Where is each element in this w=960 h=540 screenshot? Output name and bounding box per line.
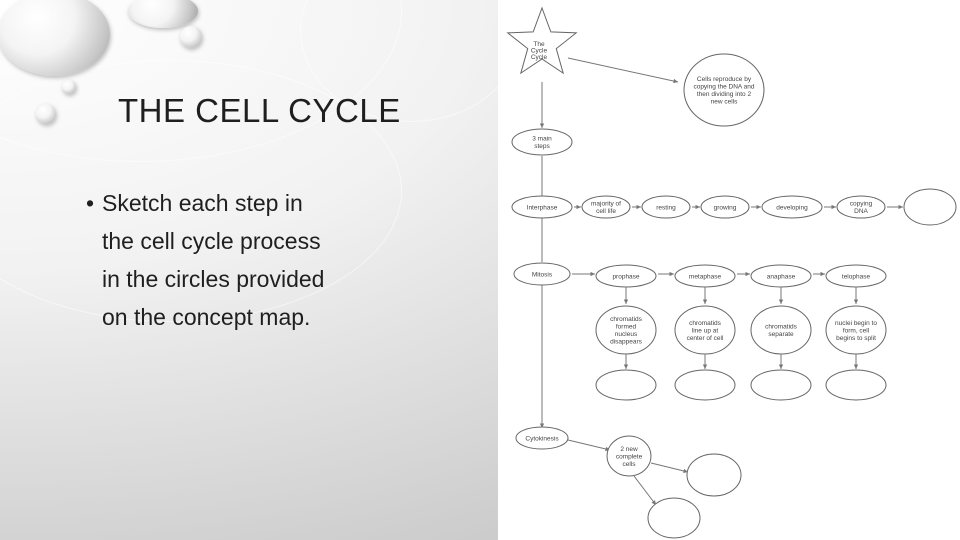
cytokinesis-node [515, 426, 569, 450]
new-cell-sketch-circle [686, 453, 742, 497]
bullet-text-line: on the concept map. [102, 304, 311, 330]
new-cell-sketch-circle [647, 497, 701, 539]
slide-title: THE CELL CYCLE [118, 92, 401, 129]
arrowhead [756, 204, 761, 210]
new-cells-node [606, 435, 652, 477]
decorative-bubble [62, 80, 76, 94]
interphase-step-node-label: developing [776, 204, 808, 211]
arrowhead [636, 204, 641, 210]
mitosis-phase-node-label: anaphase [767, 273, 796, 280]
arrowhead [831, 204, 836, 210]
arrowhead [702, 364, 708, 369]
cytokinesis-node-label: Cytokinesis [525, 435, 559, 442]
interphase-step-node [903, 188, 957, 226]
phase-sketch-circle [595, 369, 657, 401]
connector-line [567, 57, 679, 83]
decorative-bubble [36, 104, 56, 124]
bullet-text-line: Sketch each step in [102, 190, 303, 216]
decorative-bubble [128, 0, 198, 28]
arrowhead [576, 204, 581, 210]
arrowhead [590, 271, 595, 277]
start-star-node [506, 6, 578, 75]
connector-line [650, 462, 689, 473]
connector-line [567, 439, 611, 451]
arrowhead [853, 364, 859, 369]
arrowhead [623, 299, 629, 304]
arrowhead [539, 423, 545, 428]
interphase-step-node [761, 195, 823, 219]
connector-line [633, 475, 657, 506]
interphase-node [511, 195, 573, 219]
decorative-bubble [0, 0, 110, 76]
arrowhead [673, 78, 678, 84]
arrowhead [651, 500, 656, 505]
mitosis-phase-node-label: prophase [612, 273, 639, 280]
phase-sketch-circle [825, 369, 887, 401]
arrowhead [853, 299, 859, 304]
phase-sketch-circle [674, 369, 736, 401]
interphase-step-node-label: growing [714, 204, 737, 211]
decorative-bubble [180, 26, 202, 48]
bullet-text-line: in the circles provided [102, 266, 325, 292]
interphase-step-node [836, 195, 886, 219]
bullet-text: Sketch each step in the cell cycle proce… [102, 184, 402, 336]
arrowhead [820, 271, 825, 277]
arrowhead [702, 299, 708, 304]
definition-node [683, 53, 765, 127]
arrowhead [778, 364, 784, 369]
interphase-step-node-label: resting [656, 204, 676, 211]
arrowhead [669, 271, 674, 277]
arrowhead [623, 364, 629, 369]
steps-node [511, 128, 573, 156]
mitosis-node [513, 262, 571, 286]
arrowhead [778, 299, 784, 304]
interphase-step-node [581, 195, 631, 219]
phase-sketch-circle [750, 369, 812, 401]
bullet-marker: • [86, 190, 95, 216]
arrowhead [695, 204, 700, 210]
arrowhead [745, 271, 750, 277]
arrowhead [898, 204, 903, 210]
mitosis-phase-node-label: metaphase [689, 273, 722, 280]
interphase-node-label: Interphase [527, 204, 558, 211]
interphase-step-node [700, 195, 750, 219]
mitosis-node-label: Mitosis [532, 271, 553, 278]
mitosis-phase-node-label: telophase [842, 273, 871, 280]
arrowhead [539, 123, 545, 128]
bullet-text-line: the cell cycle process [102, 228, 321, 254]
interphase-step-node [641, 195, 691, 219]
